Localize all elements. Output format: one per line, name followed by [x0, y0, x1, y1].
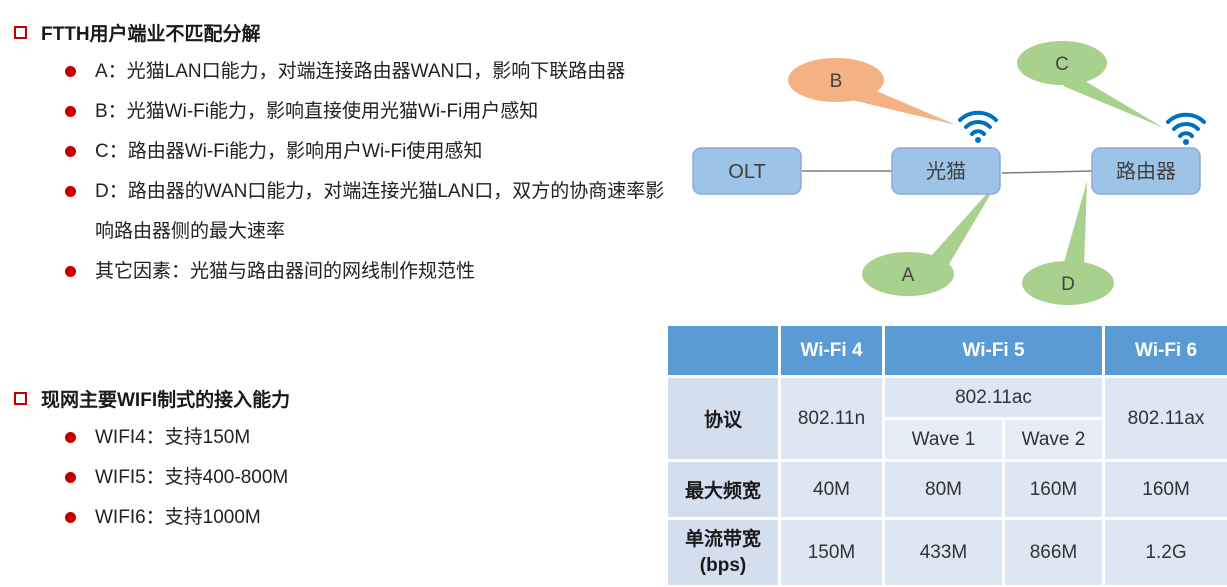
table-header-row: Wi-Fi 4 Wi-Fi 5 Wi-Fi 6: [665, 323, 1227, 378]
bullet-dot-icon: [65, 472, 76, 483]
bullet-dot-icon: [65, 432, 76, 443]
bullet-dot-icon: [65, 66, 76, 77]
callout-a-label: A: [902, 265, 915, 286]
table-cell: 40M: [778, 459, 885, 520]
row-label-line: 单流带宽: [684, 528, 761, 550]
list-item: 其它因素：光猫与路由器间的网线制作规范性: [64, 252, 674, 292]
table-row: Wave 1 Wave 2: [667, 417, 1227, 462]
table-header-cell: [665, 323, 781, 378]
list-item: WIFI4：支持150M: [64, 418, 464, 458]
callout-d-label: D: [1061, 274, 1075, 295]
list-item: A：光猫LAN口能力，对端连接路由器WAN口，影响下联路由器: [64, 52, 674, 92]
table-cell: Wave 2: [1001, 417, 1106, 462]
list-item: D：路由器的WAN口能力，对端连接光猫LAN口，双方的协商速率影响路由器侧的最大…: [64, 172, 674, 252]
callout-c: C: [1017, 41, 1164, 128]
node-router: 路由器: [1091, 147, 1201, 195]
callout-c-label: C: [1055, 54, 1069, 75]
bullet-dot-icon: [65, 186, 76, 197]
node-modem-label: 光猫: [926, 160, 966, 183]
table-cell: 160M: [1001, 459, 1106, 520]
table-cell: 433M: [882, 517, 1005, 587]
table-row: 单流带宽 (bps) 150M 433M 866M 1.2G: [665, 517, 1227, 587]
callout-b: B: [788, 58, 956, 125]
row-label-max-bandwidth: 最大频宽: [665, 459, 781, 520]
wifi-icon: [1166, 112, 1206, 145]
bullet-dot-icon: [65, 512, 76, 523]
callout-d: D: [1022, 181, 1114, 305]
bullet-dot-icon: [65, 146, 76, 157]
square-bullet-icon: [14, 26, 27, 39]
table-cell: 866M: [1001, 517, 1106, 587]
table-row: 最大频宽 40M 80M 160M 160M: [665, 459, 1227, 520]
table-cell: 802.11ax: [1102, 375, 1227, 462]
table-header-cell: Wi-Fi 5: [881, 323, 1106, 378]
network-diagram: B C A D OLT 光猫 路由: [680, 30, 1227, 320]
wifi-capability-list: WIFI4：支持150M WIFI5：支持400-800M WIFI6：支持10…: [64, 418, 464, 538]
row-label-line: (bps): [699, 554, 747, 576]
table-cell: 80M: [882, 459, 1005, 520]
row-label-protocol: 协议: [665, 375, 781, 462]
list-item: C：路由器Wi-Fi能力，影响用户Wi-Fi使用感知: [64, 132, 674, 172]
list-item: WIFI5：支持400-800M: [64, 458, 464, 498]
row-label-single-stream: 单流带宽 (bps): [665, 517, 781, 587]
bullet-dot-icon: [65, 266, 76, 277]
wifi-spec-table: Wi-Fi 4 Wi-Fi 5 Wi-Fi 6 协议 802.11n 802.1…: [665, 323, 1227, 587]
square-bullet-icon: [14, 392, 27, 405]
section-title-text: FTTH用户端业不匹配分解: [41, 24, 261, 45]
section-title-ftth: FTTH用户端业不匹配分解: [14, 19, 261, 46]
table-row: 协议 802.11n 802.11ac 802.11ax: [665, 375, 1227, 462]
node-olt-label: OLT: [728, 161, 765, 183]
node-modem: 光猫: [891, 147, 1001, 195]
table-header-cell: Wi-Fi 4: [778, 323, 885, 378]
list-item: B：光猫Wi-Fi能力，影响直接使用光猫Wi-Fi用户感知: [64, 92, 674, 132]
callout-a: A: [862, 180, 999, 296]
table-cell: 160M: [1102, 459, 1227, 520]
table-cell: 802.11n: [778, 375, 885, 462]
table-cell: Wave 1: [882, 417, 1005, 462]
section-title-wifi: 现网主要WIFI制式的接入能力: [14, 385, 290, 412]
ftth-factor-list: A：光猫LAN口能力，对端连接路由器WAN口，影响下联路由器 B：光猫Wi-Fi…: [64, 52, 674, 292]
table-cell: 802.11ac: [881, 375, 1106, 420]
table-cell: 150M: [778, 517, 885, 587]
table-cell: 1.2G: [1102, 517, 1227, 587]
list-item: WIFI6：支持1000M: [64, 498, 464, 538]
section-title-text: 现网主要WIFI制式的接入能力: [41, 390, 291, 411]
callout-b-label: B: [830, 71, 843, 92]
wifi-icon: [958, 110, 998, 143]
node-olt: OLT: [692, 147, 802, 195]
bullet-dot-icon: [65, 106, 76, 117]
table-header-cell: Wi-Fi 6: [1102, 323, 1227, 378]
node-router-label: 路由器: [1116, 160, 1176, 183]
link-modem-router: [1001, 170, 1093, 174]
